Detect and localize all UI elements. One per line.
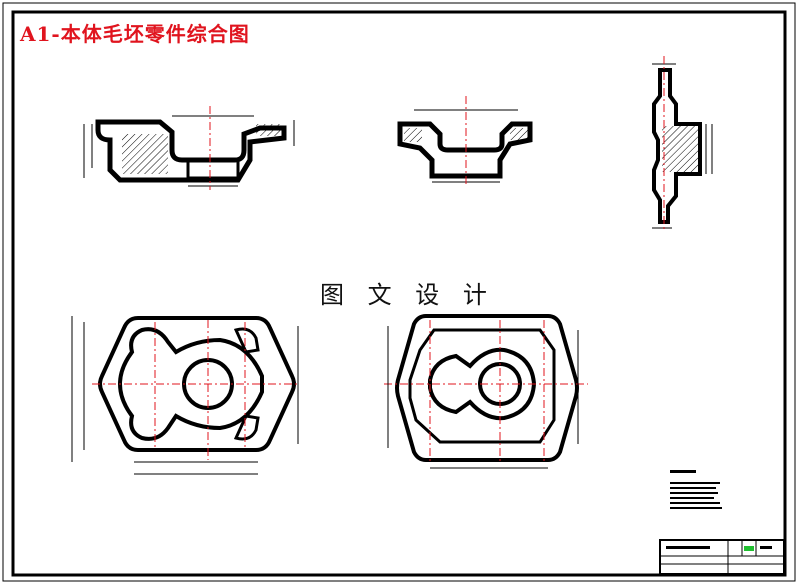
front-section-view — [83, 106, 295, 190]
plan-view-right — [384, 314, 588, 469]
title-block — [659, 539, 785, 575]
center-label: 图 文 设 计 — [320, 281, 495, 309]
inner-border — [11, 10, 787, 577]
end-section-view — [652, 56, 713, 232]
side-section-view — [397, 96, 533, 186]
plan-view-left — [71, 316, 300, 475]
drawing-title: A1-本体毛坯零件综合图 — [20, 22, 250, 46]
technical-notes — [670, 470, 722, 509]
